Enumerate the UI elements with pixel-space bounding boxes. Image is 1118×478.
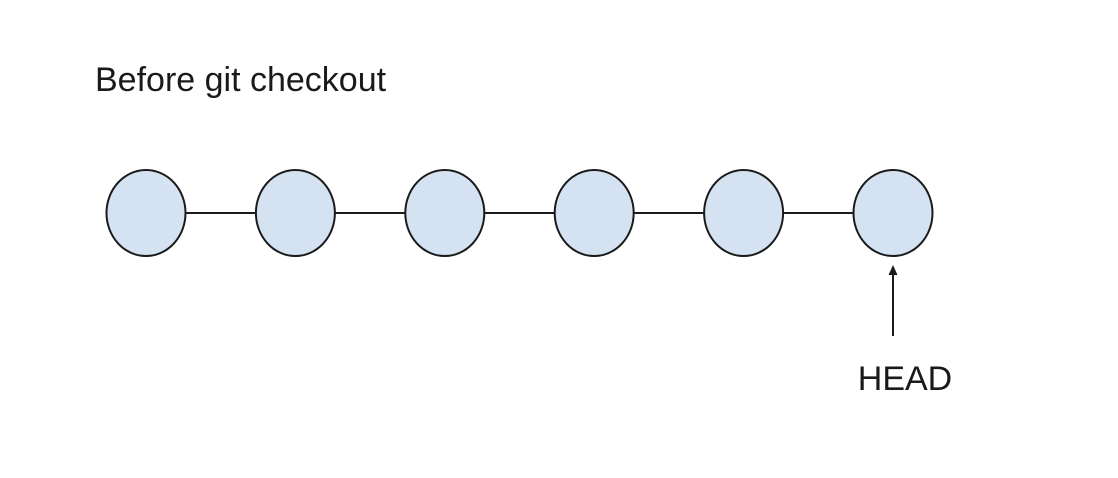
commit-node <box>553 169 635 257</box>
commit-nodes <box>105 169 934 257</box>
head-arrow-icon <box>888 265 898 275</box>
commit-node <box>105 169 187 257</box>
commit-node <box>852 169 934 257</box>
commit-node <box>254 169 336 257</box>
commit-node <box>703 169 785 257</box>
head-label: HEAD <box>858 360 952 398</box>
commit-node <box>404 169 486 257</box>
diagram-title: Before git checkout <box>95 61 387 99</box>
head-pointer: HEAD <box>858 265 952 398</box>
